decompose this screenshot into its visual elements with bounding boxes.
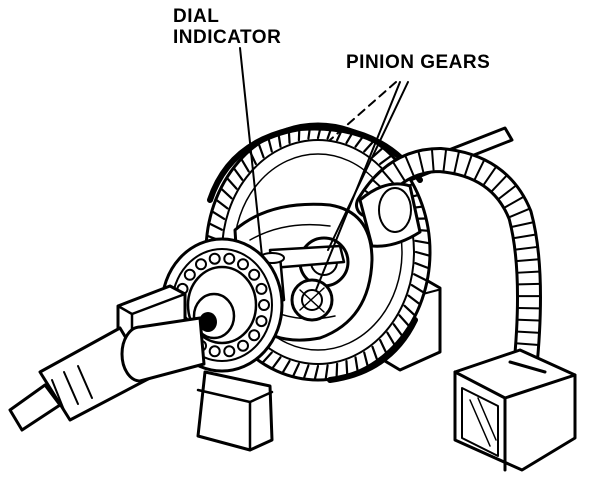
bearing-roller (258, 299, 270, 311)
gear-tooth (207, 222, 223, 231)
gear-tooth (281, 359, 291, 375)
gear-tooth (214, 198, 229, 210)
gear-tooth (270, 356, 282, 370)
gear-tooth (240, 157, 250, 173)
gear-tooth (210, 210, 226, 221)
arm-segment (516, 330, 539, 334)
bearing-roller (195, 258, 207, 271)
dial-indicator-label: DIAL INDICATOR (173, 6, 281, 48)
arm-segment (498, 185, 517, 200)
dial-indicator-holder (358, 182, 422, 248)
gear-tooth (379, 339, 388, 355)
arm-segment (515, 246, 538, 251)
gear-tooth (371, 345, 379, 362)
pinion-gears-label: PINION GEARS (346, 52, 491, 73)
bearing-roller (223, 345, 236, 358)
gear-tooth (345, 359, 349, 377)
arm-segment (504, 196, 524, 209)
arm-segment (431, 149, 435, 172)
gear-tooth (371, 146, 385, 159)
bearing-roller (208, 252, 221, 265)
gear-tooth (354, 356, 359, 373)
bearing-roller (255, 315, 268, 328)
bearing-roller (237, 339, 249, 352)
arm-segment (516, 258, 539, 263)
gear-tooth (410, 283, 426, 294)
bearing-roller (208, 345, 221, 358)
bearing-roller (183, 268, 196, 281)
gear-tooth (363, 351, 369, 368)
arm-segment (453, 151, 460, 174)
bearing-roller (248, 329, 261, 342)
gear-tooth (313, 364, 320, 382)
gear-tooth (363, 139, 375, 153)
gear-tooth (398, 314, 411, 328)
gear-tooth (261, 351, 273, 365)
gear-tooth (219, 187, 233, 200)
gear-tooth (413, 273, 429, 282)
arm-segment (483, 166, 497, 186)
bearing-roller (237, 258, 249, 271)
leader-lines (239, 47, 409, 291)
bearing-roller (223, 252, 236, 265)
axle-shaft (8, 316, 206, 432)
gear-tooth (335, 362, 339, 380)
bearing-roller (248, 268, 261, 281)
gear-tooth (291, 362, 300, 378)
arm-segment (517, 270, 540, 274)
gear-tooth (414, 250, 432, 257)
arm-segment (508, 208, 530, 218)
gear-tooth (392, 323, 404, 338)
bearing-roller (255, 282, 268, 295)
gear-tooth (324, 364, 329, 381)
gear-tooth (225, 176, 238, 190)
arm-segment (473, 160, 485, 181)
gear-tooth (414, 239, 431, 245)
arm-segment (417, 151, 425, 173)
dial-indicator-label-line1: DIAL (173, 6, 220, 27)
arm-segment (442, 149, 447, 172)
arm-segment (517, 318, 540, 322)
arm-segment (513, 233, 536, 239)
gear-tooth (407, 294, 422, 306)
gear-tooth (257, 142, 265, 159)
gear-tooth (386, 331, 396, 347)
pinion-gear-lower (290, 278, 334, 322)
gear-tooth (302, 364, 310, 381)
arm-segment (404, 155, 415, 177)
arm-segment (491, 175, 507, 192)
magnetic-base (453, 348, 577, 472)
dial-indicator-label-line2: INDICATOR (173, 27, 282, 48)
gear-tooth (414, 262, 431, 270)
arm-segment (511, 221, 534, 228)
gear-tooth (232, 166, 244, 181)
gear-tooth (403, 304, 417, 317)
arm-segment (463, 155, 473, 177)
arm-segment (392, 162, 406, 182)
gear-tooth (379, 154, 393, 165)
arm-segment (517, 282, 540, 286)
arm-segment (516, 342, 539, 346)
